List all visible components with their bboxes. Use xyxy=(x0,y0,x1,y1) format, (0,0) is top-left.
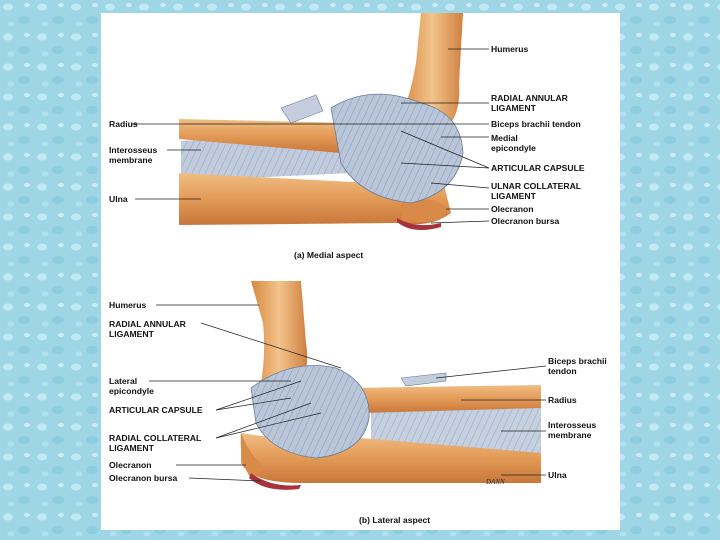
label-biceps-tendon-a: Biceps brachii tendon xyxy=(491,119,581,129)
caption-medial-aspect: (a) Medial aspect xyxy=(294,250,364,260)
label-humerus-a: Humerus xyxy=(491,44,529,54)
artist-signature: DANN xyxy=(485,478,505,486)
medial-aspect-drawing xyxy=(131,13,490,231)
label-olecranon-bursa-a: Olecranon bursa xyxy=(491,216,560,226)
label-humerus-b: Humerus xyxy=(109,300,147,310)
articular-capsule-b xyxy=(250,365,370,459)
label-radius-b: Radius xyxy=(548,395,577,405)
olecranon-bursa-b xyxy=(249,473,301,490)
caption-lateral-aspect: (b) Lateral aspect xyxy=(359,515,431,525)
label-olecranon-bursa-b: Olecranon bursa xyxy=(109,473,178,483)
label-olecranon-b: Olecranon xyxy=(109,460,152,470)
label-articular-capsule-b: ARTICULAR CAPSULE xyxy=(109,405,203,415)
leader-lines-a xyxy=(131,48,490,224)
label-ulnar-collateral-ligament: ULNAR COLLATERAL LIGAMENT xyxy=(491,181,582,201)
olecranon-b xyxy=(240,433,266,478)
label-olecranon-a: Olecranon xyxy=(491,204,534,214)
label-biceps-tendon-b: Biceps brachii tendon xyxy=(548,356,607,376)
olecranon-a xyxy=(401,199,446,223)
elbow-illustration: DANN xyxy=(131,13,547,490)
label-radial-annular-ligament-b: RADIAL ANNULAR LIGAMENT xyxy=(109,319,186,339)
biceps-tendon-a xyxy=(280,94,324,124)
label-radial-annular-ligament-a: RADIAL ANNULAR LIGAMENT xyxy=(491,93,568,113)
interosseus-membrane-b xyxy=(371,403,541,453)
label-ulna-b: Ulna xyxy=(548,470,567,480)
olecranon-bursa-a xyxy=(397,218,441,231)
label-articular-capsule-a: ARTICULAR CAPSULE xyxy=(491,163,585,173)
articular-capsule-a xyxy=(330,93,464,204)
lateral-aspect-drawing: DANN xyxy=(149,281,547,490)
label-radial-collateral-ligament: RADIAL COLLATERAL LIGAMENT xyxy=(109,433,202,453)
radius-b xyxy=(351,385,541,413)
diagram-card: DANN Humerus RADIAL ANNULAR LIGAMENT Bic… xyxy=(101,13,620,530)
label-medial-epicondyle: Medial epicondyle xyxy=(491,133,536,153)
biceps-tendon-b xyxy=(400,372,447,387)
leader-lines-b xyxy=(149,304,547,482)
label-interosseus-membrane-a: Interosseus membrane xyxy=(109,145,158,165)
humerus-a xyxy=(401,13,463,123)
humerus-b xyxy=(251,281,308,385)
label-radius-a: Radius xyxy=(109,119,138,129)
label-lateral-epicondyle: Lateral epicondyle xyxy=(109,376,154,396)
label-interosseus-membrane-b: Interosseus membrane xyxy=(548,420,597,440)
label-ulna-a: Ulna xyxy=(109,194,128,204)
